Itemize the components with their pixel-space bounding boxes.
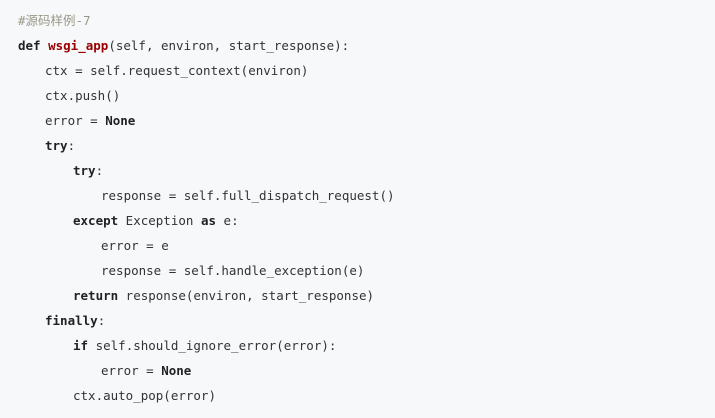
code-text: : (97, 313, 106, 328)
code-line-error-none-2: error = None (0, 358, 715, 383)
code-line-auto-pop: ctx.auto_pop(error) (0, 383, 715, 408)
code-line-error-e: error = e (0, 233, 715, 258)
keyword-def: def (18, 38, 41, 53)
code-text: error = (45, 113, 106, 128)
code-line-def: def wsgi_app(self, environ, start_respon… (0, 33, 715, 58)
code-line-except: except Exception as e: (0, 208, 715, 233)
code-text: response = self.full_dispatch_request() (101, 188, 395, 203)
function-signature: (self, environ, start_response): (108, 38, 350, 53)
keyword-none: None (105, 113, 136, 128)
keyword-finally: finally (45, 313, 98, 328)
code-text: response(environ, start_response) (118, 288, 375, 303)
keyword-try: try (45, 138, 68, 153)
keyword-as: as (200, 213, 217, 228)
code-text: ctx.push() (45, 88, 121, 103)
code-line-try-inner: try: (0, 158, 715, 183)
code-text: error = e (101, 238, 169, 253)
code-comment-line: #源码样例-7 (0, 8, 715, 33)
code-text: e: (216, 213, 239, 228)
function-name: wsgi_app (48, 38, 109, 53)
code-line-error-none: error = None (0, 108, 715, 133)
code-text: self.should_ignore_error(error): (88, 338, 337, 353)
code-text: ctx = self.request_context(environ) (45, 63, 309, 78)
code-line-return: return response(environ, start_response) (0, 283, 715, 308)
keyword-except: except (73, 213, 119, 228)
code-line-handle-exception: response = self.handle_exception(e) (0, 258, 715, 283)
code-line-ctx: ctx = self.request_context(environ) (0, 58, 715, 83)
code-text: : (67, 138, 76, 153)
code-line-try-outer: try: (0, 133, 715, 158)
code-comment: #源码样例-7 (18, 13, 91, 28)
keyword-none: None (161, 363, 192, 378)
code-line-dispatch: response = self.full_dispatch_request() (0, 183, 715, 208)
keyword-if: if (73, 338, 89, 353)
code-line-if: if self.should_ignore_error(error): (0, 333, 715, 358)
code-text: : (95, 163, 104, 178)
keyword-try: try (73, 163, 96, 178)
code-line-finally: finally: (0, 308, 715, 333)
code-text: ctx.auto_pop(error) (73, 388, 216, 403)
code-text: response = self.handle_exception(e) (101, 263, 365, 278)
keyword-return: return (73, 288, 119, 303)
code-text: Exception (118, 213, 201, 228)
code-text: error = (101, 363, 162, 378)
code-line-push: ctx.push() (0, 83, 715, 108)
